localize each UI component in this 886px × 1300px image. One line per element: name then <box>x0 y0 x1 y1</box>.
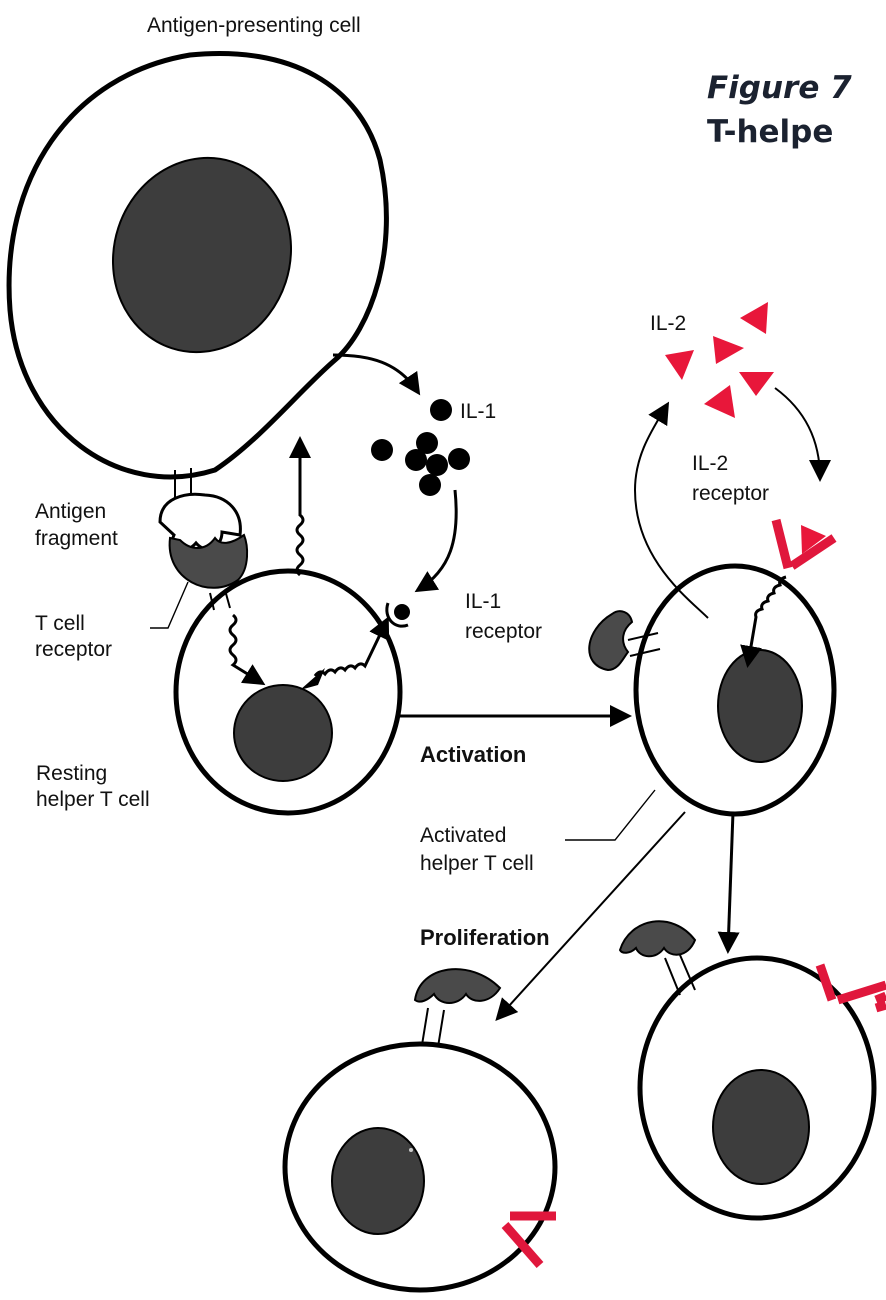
activated-t-cell-receptor <box>589 611 632 670</box>
il1-label: IL-1 <box>460 400 496 423</box>
nucleus-speck <box>409 1148 413 1152</box>
tcr-label-1: T cell <box>35 612 85 635</box>
proliferation-arrow-right <box>728 812 733 950</box>
tcr-label-2: receptor <box>35 638 112 661</box>
il2-receptor <box>776 520 834 568</box>
il1-molecules <box>371 399 470 496</box>
resting-label-2: helper T cell <box>36 788 150 811</box>
daughter-right-receptor <box>620 921 695 956</box>
activated-cell-nucleus <box>718 650 802 762</box>
apc-label: Antigen-presenting cell <box>147 14 361 37</box>
il1-receptor-label-1: IL-1 <box>465 590 501 613</box>
il2-label: IL-2 <box>650 312 686 335</box>
antigen-fragment-label-2: fragment <box>35 527 118 550</box>
apc-to-il1-arrow <box>333 355 418 392</box>
il1-receptor <box>387 603 410 626</box>
daughter-right-nucleus <box>713 1070 809 1184</box>
activated-leader <box>565 790 655 840</box>
il2-receptor-label-1: IL-2 <box>692 452 728 475</box>
tcell-to-apc-wave <box>297 440 303 575</box>
antigen-fragment-label-1: Antigen <box>35 500 106 523</box>
figure-title: Figure 7 <box>707 70 852 106</box>
activated-label-2: helper T cell <box>420 852 534 875</box>
resting-cell-nucleus <box>234 685 332 781</box>
daughter-left-stalks <box>422 1008 444 1047</box>
il2-receptor-label-2: receptor <box>692 482 769 505</box>
daughter-left-nucleus <box>332 1128 424 1234</box>
il2-to-receptor-arrow <box>775 388 820 478</box>
resting-label-1: Resting <box>36 762 107 785</box>
proliferation-arrow-left <box>498 812 685 1018</box>
activation-label: Activation <box>420 742 526 767</box>
il1-receptor-label-2: receptor <box>465 620 542 643</box>
il1-to-receptor-arrow <box>418 490 456 590</box>
activated-label-1: Activated <box>420 824 506 847</box>
daughter-left-receptor <box>415 969 500 1003</box>
proliferation-label: Proliferation <box>420 925 550 950</box>
tcr-leader <box>150 582 188 628</box>
figure-subtitle: T-helpe <box>707 114 833 150</box>
